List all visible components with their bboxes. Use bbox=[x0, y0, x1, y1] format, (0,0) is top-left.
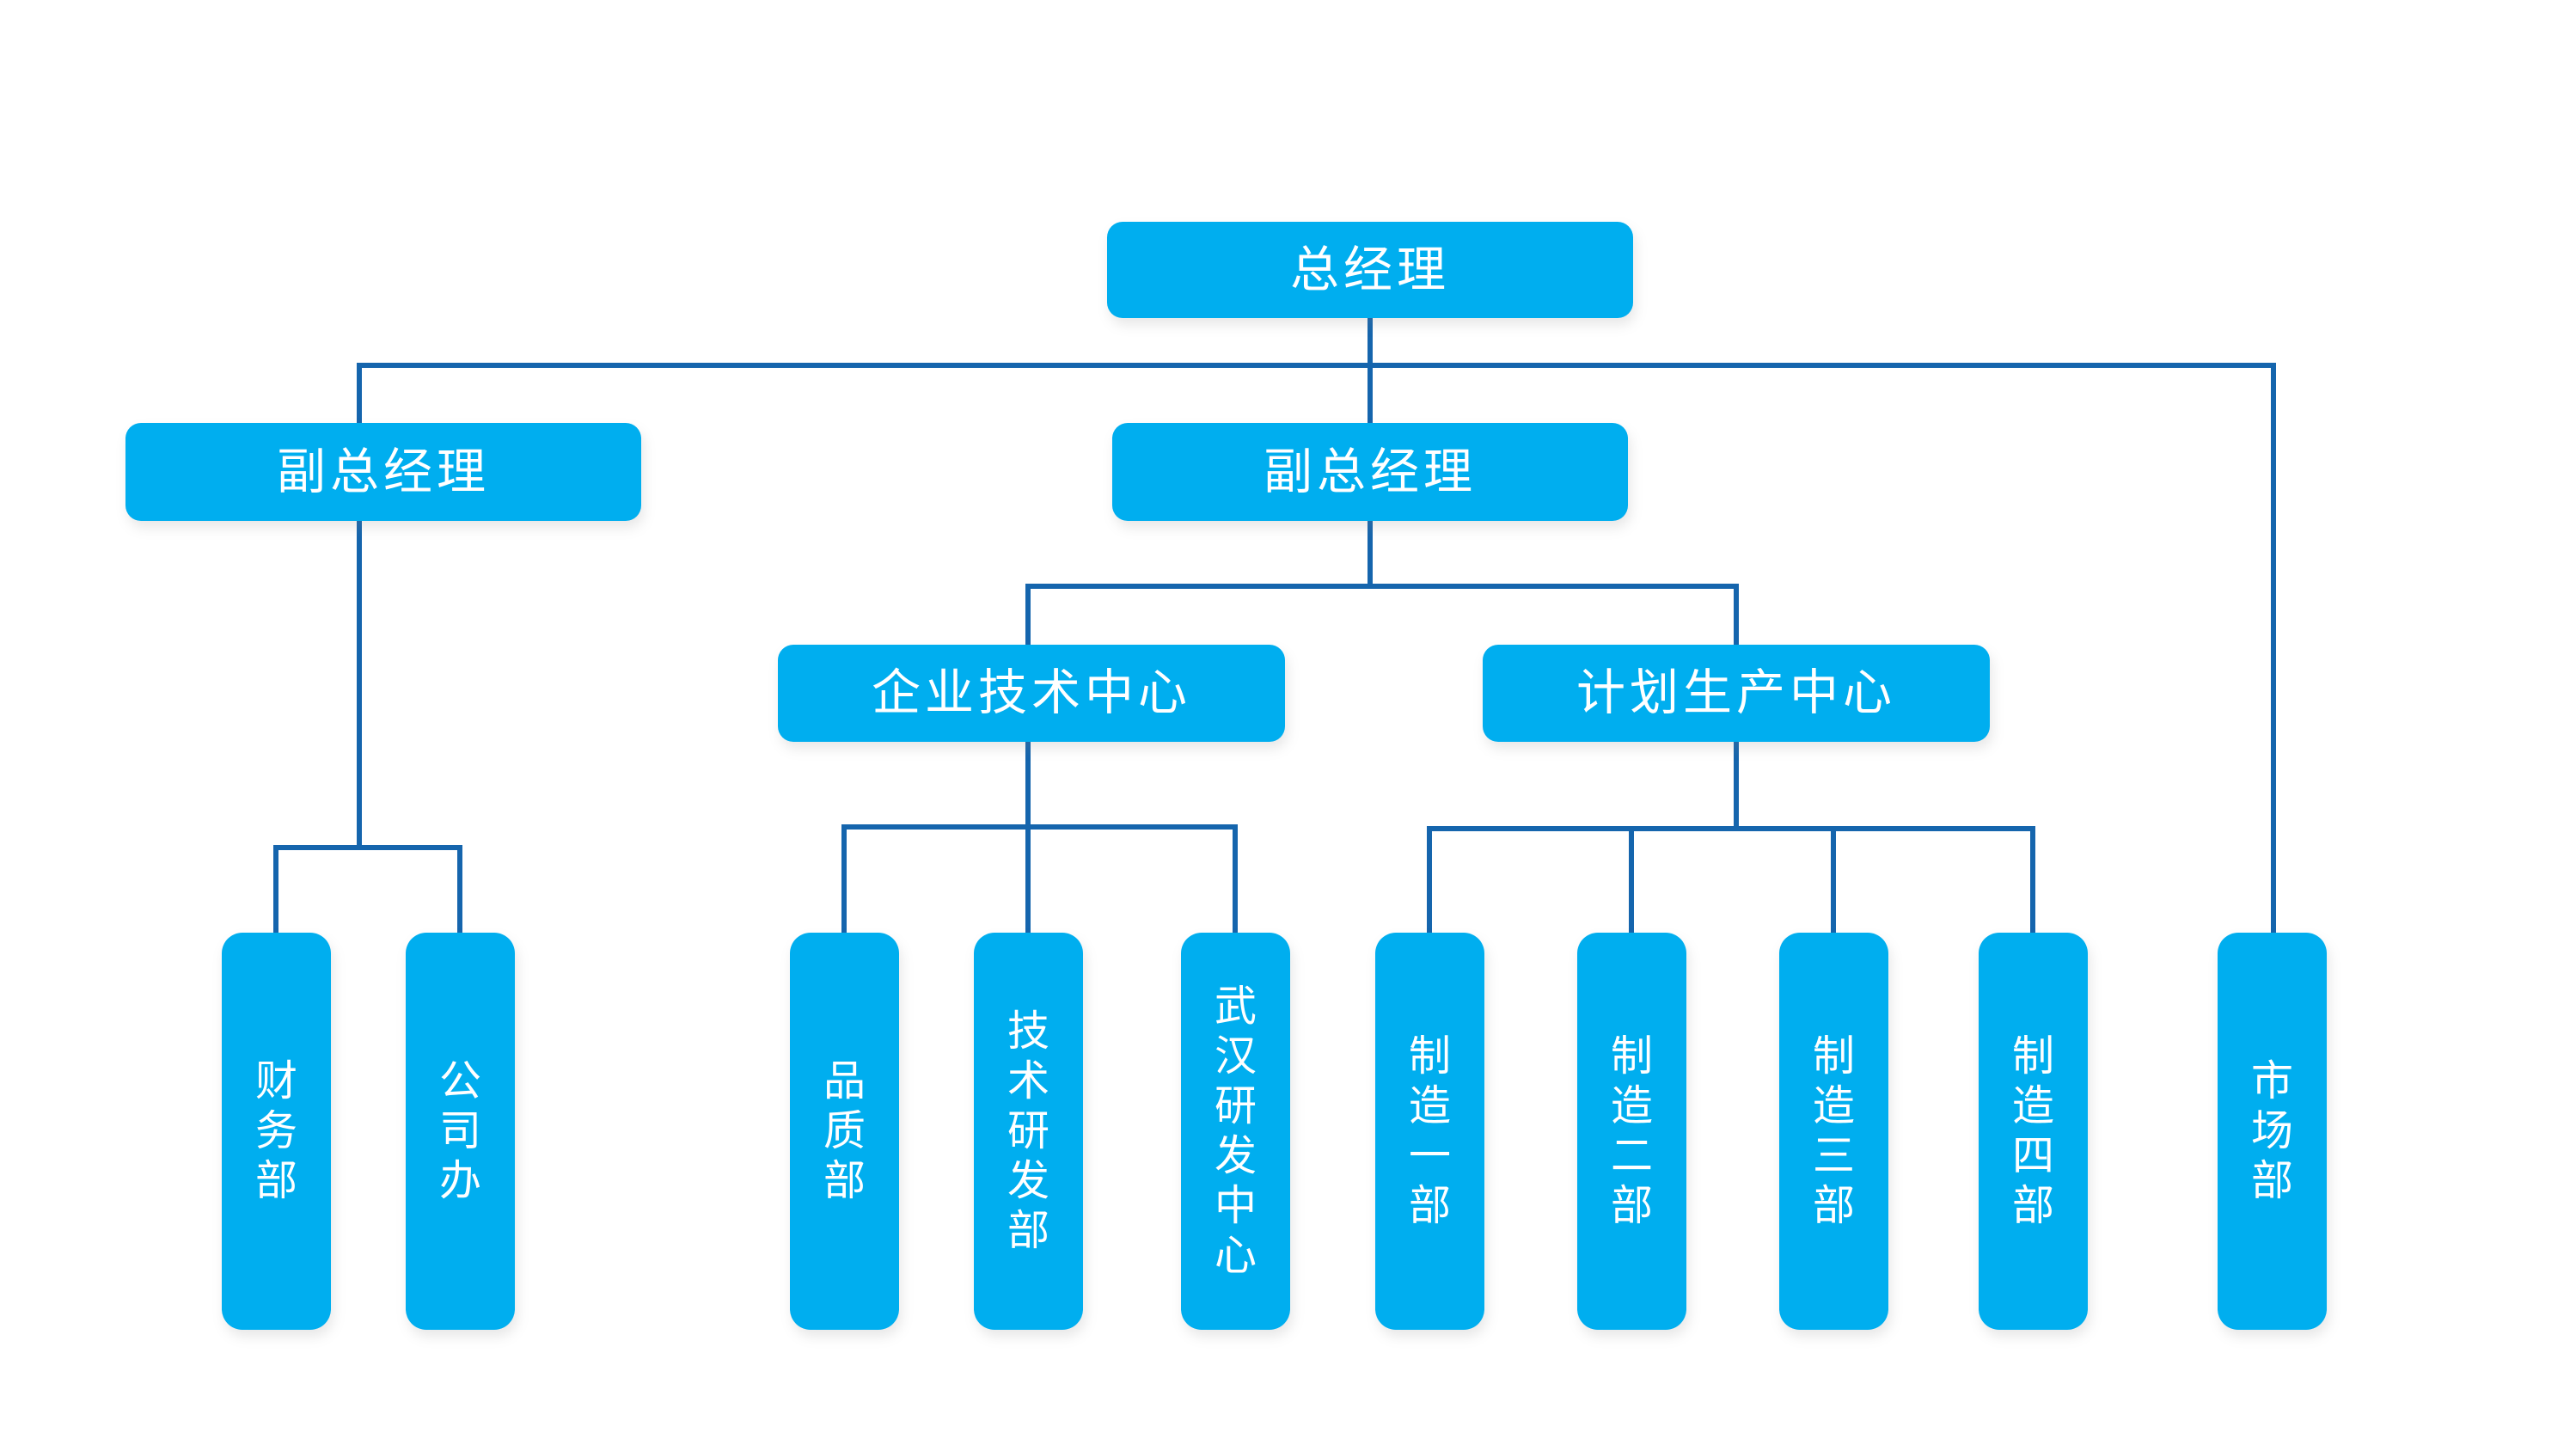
node-tech-rd-dept[interactable]: 技术研发部 bbox=[974, 933, 1083, 1330]
connector-deputy-center-trunk bbox=[1368, 521, 1373, 584]
node-marketing-dept[interactable]: 市场部 bbox=[2218, 933, 2327, 1330]
node-planning-production-center-label: 计划生产中心 bbox=[1576, 665, 1896, 720]
node-general-manager-label: 总经理 bbox=[1290, 242, 1450, 297]
node-wuhan-rd-center-label: 武汉研发中心 bbox=[1214, 983, 1257, 1279]
connector-drop-mfg4 bbox=[2030, 826, 2035, 933]
node-marketing-dept-label: 市场部 bbox=[2250, 1058, 2293, 1204]
node-tech-rd-dept-label: 技术研发部 bbox=[1007, 1008, 1049, 1254]
node-deputy-gm-center[interactable]: 副总经理 bbox=[1112, 423, 1628, 521]
node-enterprise-tech-center[interactable]: 企业技术中心 bbox=[778, 645, 1285, 742]
node-general-manager[interactable]: 总经理 bbox=[1107, 222, 1633, 318]
node-manufacturing-dept-4[interactable]: 制造四部 bbox=[1979, 933, 2088, 1330]
connector-drop-tech-center bbox=[1025, 584, 1031, 645]
connector-rail-centers bbox=[1025, 584, 1739, 589]
connector-drop-quality bbox=[841, 824, 847, 933]
node-enterprise-tech-center-label: 企业技术中心 bbox=[872, 665, 1191, 720]
node-quality-dept-label: 品质部 bbox=[823, 1058, 866, 1204]
connector-top-rail bbox=[357, 363, 2276, 368]
connector-drop-wuhan bbox=[1233, 824, 1238, 933]
node-company-office[interactable]: 公司办 bbox=[406, 933, 515, 1330]
node-quality-dept[interactable]: 品质部 bbox=[790, 933, 899, 1330]
node-deputy-gm-left[interactable]: 副总经理 bbox=[125, 423, 641, 521]
connector-drop-deputy-center bbox=[1368, 363, 1373, 423]
connector-deputy-left-trunk bbox=[357, 521, 362, 845]
connector-tech-center-trunk bbox=[1025, 742, 1031, 933]
node-manufacturing-dept-3[interactable]: 制造三部 bbox=[1779, 933, 1888, 1330]
connector-drop-mfg3 bbox=[1831, 826, 1836, 933]
connector-drop-mfg1 bbox=[1427, 826, 1432, 933]
connector-drop-finance bbox=[273, 845, 278, 933]
node-finance-dept[interactable]: 财务部 bbox=[222, 933, 331, 1330]
node-company-office-label: 公司办 bbox=[438, 1058, 481, 1204]
node-finance-dept-label: 财务部 bbox=[254, 1058, 297, 1204]
connector-drop-office bbox=[457, 845, 462, 933]
connector-production-trunk bbox=[1734, 742, 1739, 826]
node-manufacturing-dept-2-label: 制造二部 bbox=[1610, 1033, 1653, 1229]
node-deputy-gm-center-label: 副总经理 bbox=[1264, 444, 1477, 499]
connector-rail-left bbox=[273, 845, 462, 850]
node-manufacturing-dept-1-label: 制造一部 bbox=[1408, 1033, 1451, 1229]
connector-drop-mfg2 bbox=[1629, 826, 1634, 933]
connector-rail-tech bbox=[841, 824, 1238, 830]
node-manufacturing-dept-3-label: 制造三部 bbox=[1812, 1033, 1855, 1229]
node-manufacturing-dept-4-label: 制造四部 bbox=[2011, 1033, 2054, 1229]
connector-drop-deputy-left bbox=[357, 363, 362, 423]
node-manufacturing-dept-1[interactable]: 制造一部 bbox=[1375, 933, 1484, 1330]
node-planning-production-center[interactable]: 计划生产中心 bbox=[1483, 645, 1990, 742]
connector-drop-marketing bbox=[2271, 363, 2276, 933]
node-wuhan-rd-center[interactable]: 武汉研发中心 bbox=[1181, 933, 1290, 1330]
node-manufacturing-dept-2[interactable]: 制造二部 bbox=[1577, 933, 1686, 1330]
connector-gm-trunk bbox=[1368, 318, 1373, 363]
connector-drop-production-center bbox=[1734, 584, 1739, 645]
connector-rail-production bbox=[1427, 826, 2035, 831]
node-deputy-gm-left-label: 副总经理 bbox=[277, 444, 490, 499]
